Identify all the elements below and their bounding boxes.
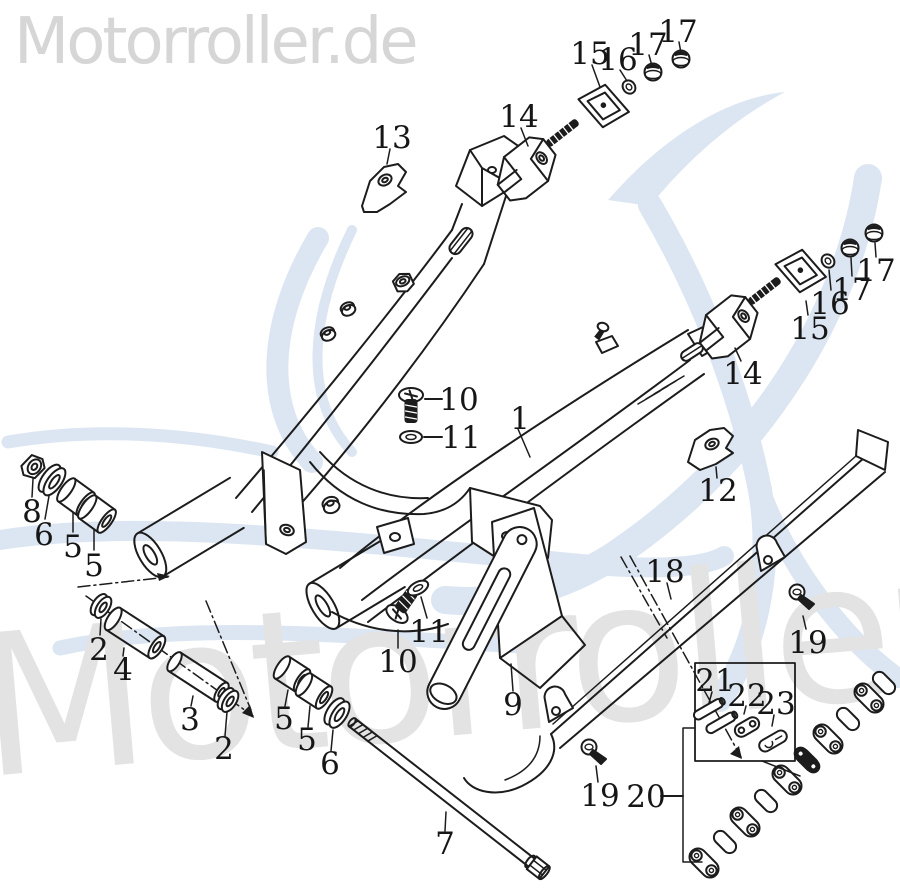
part-callout-22: 22 (727, 678, 766, 714)
part-callout-5: 5 (274, 701, 294, 737)
screw-19-front (580, 738, 607, 765)
watermark-logo: Motorroller.de (14, 5, 419, 79)
part-callout-14: 14 (499, 99, 538, 135)
part-callout-15: 15 (570, 36, 609, 72)
part-callout-5: 5 (84, 548, 104, 584)
part-callout-17: 17 (832, 272, 871, 308)
link-plate-part-22 (733, 716, 761, 738)
part-callout-10: 10 (439, 382, 478, 418)
chain-guard-part-18 (463, 429, 889, 794)
chain-part-20 (684, 668, 899, 883)
part-callout-17: 17 (628, 27, 667, 63)
screw-19-right (788, 583, 815, 610)
chain-slider-part-9 (426, 526, 538, 710)
screws-10-11 (382, 387, 432, 628)
swingarm-part-1 (133, 135, 727, 689)
part-callout-21: 21 (695, 663, 734, 699)
part-callout-4: 4 (113, 652, 133, 688)
part-callout-3: 3 (180, 702, 200, 738)
bracket-part-12 (687, 427, 734, 471)
part-callout-6: 6 (34, 517, 54, 553)
part-callout-19: 19 (580, 778, 619, 814)
part-callout-14: 14 (723, 356, 762, 392)
spring-clip-part-23 (758, 729, 788, 753)
part-callout-11: 11 (409, 614, 448, 650)
part-callout-19: 19 (788, 625, 827, 661)
part-callout-17: 17 (658, 14, 697, 50)
part-callout-2: 2 (214, 731, 234, 767)
bracket-part-13 (361, 163, 407, 213)
master-link-part-21 (692, 697, 739, 735)
part-callouts: 1223455556678910101111121314141515161617… (22, 14, 896, 862)
callout-leader-lines (31, 41, 877, 832)
axle-part-7 (347, 717, 551, 881)
part-callout-10: 10 (378, 644, 417, 680)
part-callout-23: 23 (756, 686, 795, 722)
part-callout-17: 17 (856, 253, 895, 289)
part-callout-2: 2 (89, 632, 109, 668)
part-callout-16: 16 (598, 42, 637, 78)
master-link-on-chain (793, 746, 821, 774)
part-callout-8: 8 (22, 494, 42, 530)
part-callout-11: 11 (441, 420, 480, 456)
part-callout-20: 20 (626, 779, 665, 815)
part-callout-1: 1 (510, 401, 530, 437)
part-callout-16: 16 (810, 286, 849, 322)
part-callout-18: 18 (645, 554, 684, 590)
part-callout-5: 5 (63, 529, 83, 565)
part-callout-5: 5 (297, 722, 317, 758)
part-callout-15: 15 (790, 311, 829, 347)
spacer-stack (89, 593, 351, 729)
pivot-bushing-stack (20, 454, 117, 534)
part-callout-12: 12 (698, 473, 737, 509)
part-callout-6: 6 (320, 746, 340, 782)
part-callout-7: 7 (435, 826, 455, 862)
part-callout-13: 13 (372, 120, 411, 156)
part-callout-9: 9 (503, 687, 523, 723)
